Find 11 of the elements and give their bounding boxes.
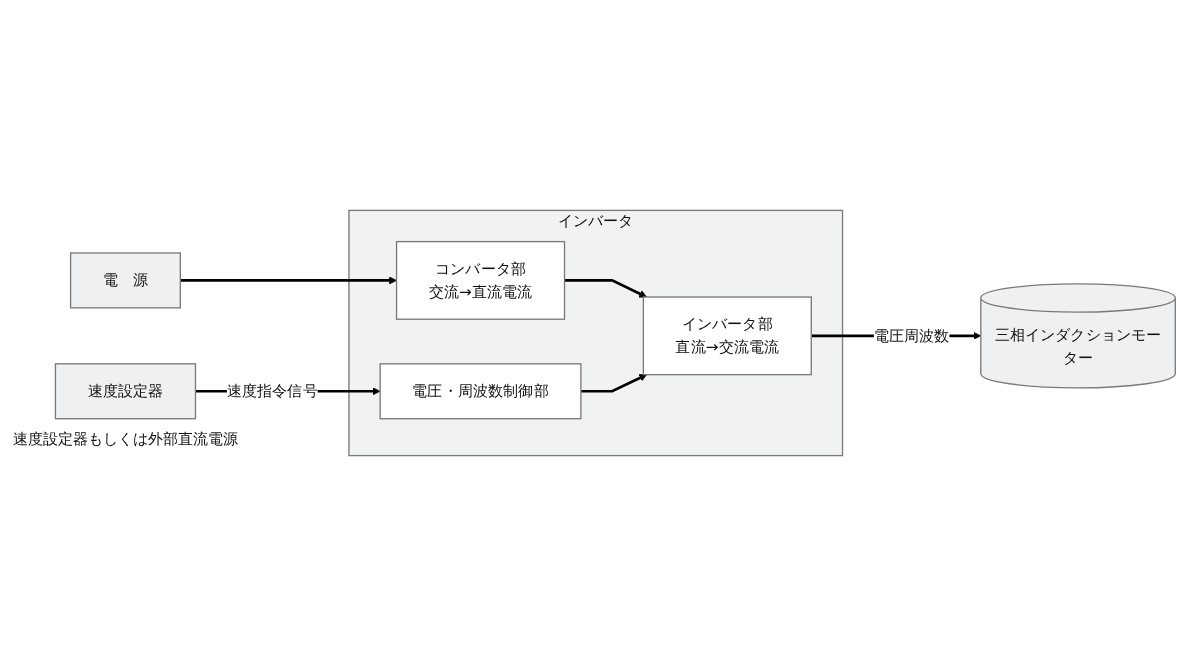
arrow: [580, 374, 647, 393]
node-box: 速度設定器: [54, 363, 197, 420]
edge-label: 速度指令信号: [226, 381, 318, 400]
edge-label: 電圧周波数: [873, 326, 950, 345]
note-text: 速度設定器もしくは外部直流電源: [12, 429, 238, 448]
node-box: 電圧・周波数制御部: [379, 363, 582, 420]
arrow: [564, 279, 647, 298]
node-box: インバータ部 直流→交流電流: [642, 296, 812, 376]
arrow: [180, 276, 397, 285]
node-box: コンバータ部 交流→直流電流: [395, 240, 566, 320]
node-box: 電 源: [69, 252, 181, 309]
